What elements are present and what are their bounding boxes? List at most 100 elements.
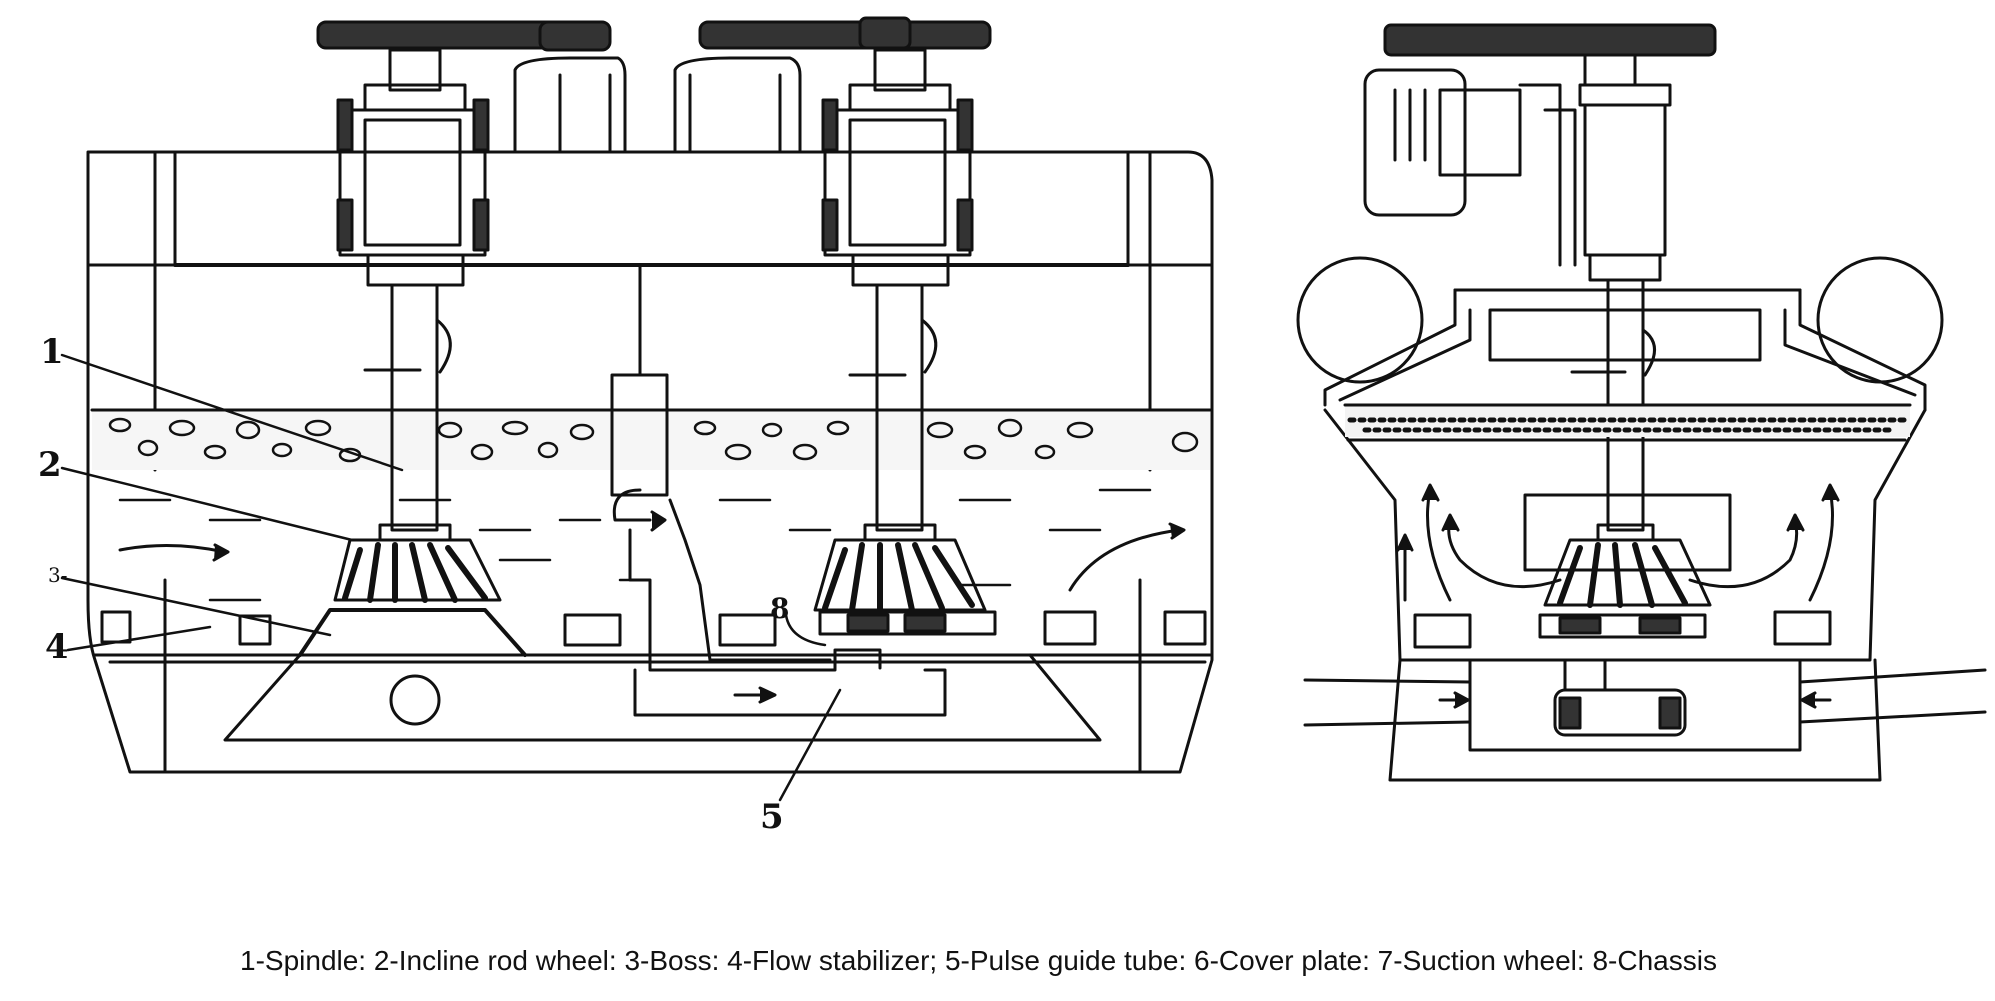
bearing-collar xyxy=(1578,83,1672,107)
chassis-part xyxy=(1558,616,1602,635)
bearing-cap xyxy=(873,48,927,92)
block xyxy=(1043,610,1097,646)
outlet-pipe xyxy=(1798,710,1987,724)
cover-right xyxy=(1798,288,1927,412)
spindle-left xyxy=(390,283,439,532)
froth-paddle-right xyxy=(1816,256,1944,384)
motor xyxy=(1363,68,1467,217)
leader-8 xyxy=(784,613,827,647)
cover-inner xyxy=(1338,308,1472,402)
froth-paddle-left xyxy=(1296,256,1424,384)
pulse-guide-tube xyxy=(633,668,947,717)
spindle-assembly-left xyxy=(316,20,612,603)
leader-4 xyxy=(66,625,212,652)
flow-arrowhead xyxy=(1168,522,1186,540)
shaft-flange xyxy=(1588,253,1662,282)
outlet-arrowhead xyxy=(1800,691,1817,709)
chassis xyxy=(1538,613,1707,639)
leader-3 xyxy=(60,576,332,637)
inlet-arrowhead xyxy=(1453,691,1470,709)
froth-dots xyxy=(1347,417,1908,433)
block xyxy=(1773,610,1832,646)
leader-2 xyxy=(60,466,354,542)
leader-1 xyxy=(60,353,404,472)
shaft-collar xyxy=(1596,523,1655,542)
clamp xyxy=(956,98,974,152)
return-arrow xyxy=(612,488,652,522)
bearing-cap xyxy=(1583,53,1637,87)
rotation-arrow xyxy=(920,318,938,374)
motor-right xyxy=(673,56,802,152)
block xyxy=(1413,613,1472,649)
bearing-housing xyxy=(1583,103,1667,257)
clamp xyxy=(821,98,839,152)
handwheel-knob xyxy=(538,20,612,52)
tank-shell xyxy=(86,150,1214,774)
bearing-inner xyxy=(363,118,462,247)
bearing-housing xyxy=(338,108,487,257)
flow-arrowhead xyxy=(212,543,230,562)
rotation-arrow xyxy=(435,318,452,374)
clamp xyxy=(472,198,490,252)
pulse-guide-tube-inner xyxy=(628,528,882,672)
callout-3: 3- xyxy=(48,563,68,587)
bearing-inner xyxy=(848,118,947,247)
froth-bubbles xyxy=(108,417,1199,463)
motor-left xyxy=(513,56,627,152)
callout-2: 2 xyxy=(38,445,62,485)
suction-wheel-part xyxy=(1658,696,1682,730)
clamp xyxy=(336,198,354,252)
return-arrowhead xyxy=(650,510,667,532)
cover-left xyxy=(1323,288,1457,407)
motor-bracket xyxy=(1518,83,1562,267)
chassis-part xyxy=(903,613,947,633)
leader-5 xyxy=(778,688,842,802)
callout-5: 5 xyxy=(760,797,784,837)
motor-bracket xyxy=(1543,108,1577,267)
suction-wheel-shaft xyxy=(1563,658,1607,692)
handwheel-right xyxy=(698,20,992,50)
flow-arrow xyxy=(118,543,227,554)
rotation-arrow xyxy=(1641,328,1656,377)
callout-4: 4 xyxy=(45,627,69,667)
pulp-lines xyxy=(118,488,1152,602)
bearing-housing xyxy=(823,108,972,257)
legend-caption: 1-Spindle: 2-Incline rod wheel: 3-Boss: … xyxy=(240,945,1717,976)
suction-chamber xyxy=(1468,658,1802,752)
cover-plate xyxy=(1488,308,1762,362)
bearing-cap xyxy=(388,48,442,92)
inlet-pipe xyxy=(1303,720,1472,727)
drain-hole xyxy=(389,674,441,726)
boss xyxy=(298,608,527,657)
circulation-arrows xyxy=(1396,483,1840,602)
inlet-pipe xyxy=(1303,678,1472,684)
pulse-guide-tube-path xyxy=(668,498,832,662)
handwheel xyxy=(1383,23,1717,57)
outlet-pipe xyxy=(1798,668,1987,684)
block xyxy=(563,613,622,647)
handwheel-knob xyxy=(858,16,912,50)
base-frame xyxy=(1388,658,1882,782)
clamp xyxy=(956,198,974,252)
suction-wheel-part xyxy=(1558,696,1582,730)
flow-stabilizer-block xyxy=(100,610,132,644)
block xyxy=(718,613,777,647)
spindle-right xyxy=(875,283,924,532)
block xyxy=(238,614,272,646)
bottom-chamber xyxy=(223,653,1102,742)
flow-arrow xyxy=(1068,528,1182,592)
suction-wheel xyxy=(1553,688,1687,737)
shaft-flange xyxy=(366,253,465,287)
clamp xyxy=(821,198,839,252)
chassis-part xyxy=(846,613,890,633)
clamp xyxy=(336,98,354,152)
tube-flow-arrowhead xyxy=(758,686,777,704)
shaft-flange xyxy=(851,253,950,287)
spindle-assembly-right xyxy=(698,16,997,636)
impeller-right xyxy=(813,538,987,612)
callout-1: 1 xyxy=(40,332,64,372)
froth-layer xyxy=(92,410,1210,470)
leader-lines xyxy=(60,353,842,802)
callout-8: 8 xyxy=(770,592,790,625)
